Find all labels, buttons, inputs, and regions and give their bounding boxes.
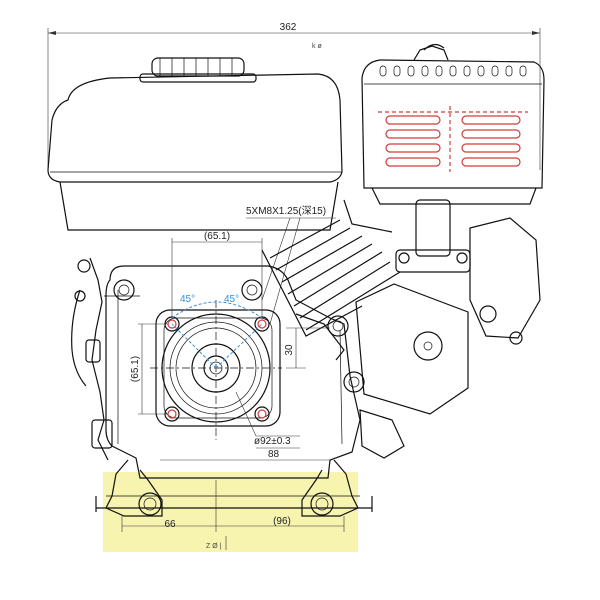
fuel-tank (47, 73, 343, 231)
pilot-diameter-label: ø92±0.3 (254, 436, 291, 447)
angle-indicators: 45° 45° (171, 294, 263, 369)
base-96-label: (96) (273, 516, 291, 527)
base-dimensions: 66 (96) Z Ø | (121, 480, 345, 550)
overall-width-dimension: 362 k ø (47, 22, 541, 170)
overall-width-label: 362 (280, 22, 297, 33)
top-right-mark: k ø (312, 43, 322, 50)
cylinder-fins (261, 219, 401, 337)
angle-right-label: 45° (224, 294, 239, 305)
base-highlight-band (103, 472, 358, 552)
flange-88-label: 88 (268, 449, 280, 460)
thread-callout-label: 5XM8X1.25(深15) (246, 205, 326, 217)
filter-vent-slots (378, 106, 528, 172)
pilot-diameter-callout: ø92±0.3 88 (160, 391, 330, 461)
bottom-mark: Z Ø | (206, 543, 222, 550)
offset-30-dimension: 30 (284, 327, 330, 369)
bolt-spacing-horizontal-label: (65.1) (204, 231, 230, 242)
bolt-spacing-horizontal-dimension: (65.1) (171, 231, 263, 318)
right-linkage (295, 313, 405, 459)
base-mounting-holes (138, 492, 334, 516)
bolt-spacing-vertical-dimension: (65.1) (130, 323, 168, 415)
angle-left-label: 45° (180, 294, 195, 305)
air-filter-housing (361, 43, 545, 205)
thread-callout: 5XM8X1.25(深15) (246, 205, 336, 325)
offset-30-label: 30 (284, 344, 295, 356)
crankcase-bosses (113, 279, 365, 393)
bolt-spacing-vertical-label: (65.1) (130, 356, 141, 382)
crankcase (105, 265, 361, 479)
base-66-label: 66 (164, 519, 176, 530)
fuel-cap (139, 57, 257, 83)
carburetor (343, 199, 471, 273)
cylinder-head (355, 217, 541, 415)
left-linkage (71, 257, 140, 461)
